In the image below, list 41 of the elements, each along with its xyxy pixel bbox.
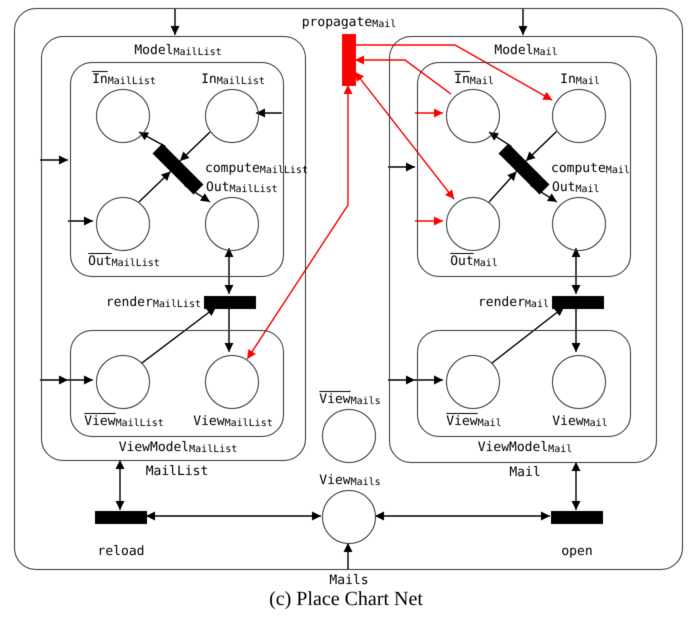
- double-arrow: [572, 462, 580, 510]
- arrow: [68, 375, 94, 384]
- transition-label: open: [560, 544, 594, 559]
- arrow: [344, 543, 352, 570]
- arrow: [530, 184, 558, 202]
- arrow: [256, 108, 282, 118]
- arrow: [415, 375, 444, 384]
- arrow: [138, 131, 166, 148]
- double-arrow: [375, 512, 550, 520]
- arrow: [488, 132, 512, 148]
- double-arrow: [354, 72, 455, 200]
- arrow: [355, 44, 553, 101]
- arrow: [572, 307, 580, 352]
- arrow: [141, 306, 216, 364]
- arrow: [40, 156, 68, 164]
- arrow: [388, 376, 415, 384]
- arrow: [40, 376, 68, 384]
- double-arrow: [146, 512, 321, 520]
- arrow: [68, 216, 93, 226]
- transition-label: reload: [96, 544, 146, 559]
- double-arrow: [224, 248, 234, 294]
- group-label: MailList: [144, 464, 210, 479]
- double-arrow: [246, 85, 352, 360]
- arrow: [518, 8, 528, 35]
- arrow: [184, 184, 210, 202]
- group-label: Mails: [328, 573, 370, 588]
- arrow: [415, 216, 443, 226]
- arrow: [170, 8, 180, 35]
- arrow: [224, 307, 234, 352]
- arrow: [488, 170, 518, 202]
- arrow: [179, 132, 210, 162]
- double-arrow: [572, 248, 580, 294]
- caption: (c) Place Chart Net: [268, 588, 424, 611]
- arrow: [388, 162, 415, 172]
- arrow: [355, 56, 452, 94]
- arrow: [415, 108, 443, 118]
- arrow: [138, 170, 172, 202]
- double-arrow: [116, 460, 124, 510]
- group-label: Mail: [508, 465, 542, 480]
- arrow: [491, 306, 564, 364]
- arrow: [525, 131, 557, 162]
